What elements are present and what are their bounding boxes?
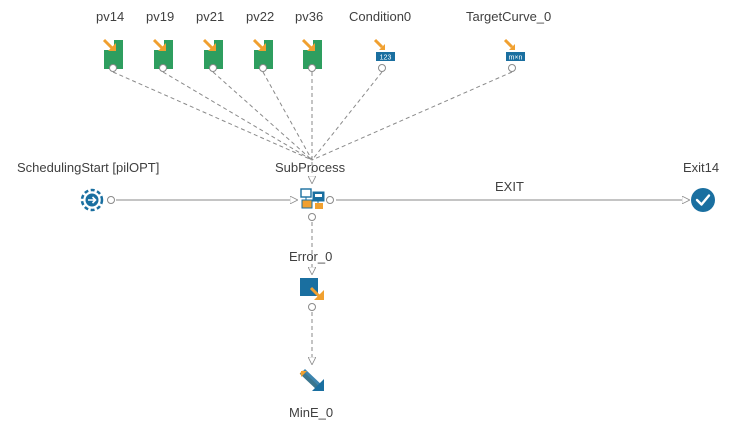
input-label: TargetCurve_0 [466,9,551,24]
input-port[interactable] [259,64,267,72]
input-label: pv36 [295,9,323,24]
minimize-icon [299,369,324,391]
node-exit[interactable]: Exit14 [683,160,719,212]
node-subprocess[interactable]: SubProcess [275,160,346,221]
input-node-pv14[interactable]: pv14 [96,9,124,72]
scheduler-start-icon [80,188,104,212]
node-error[interactable]: Error_0 [289,249,332,311]
input-node-pv19[interactable]: pv19 [146,9,174,72]
parameter-icon [202,38,223,69]
input-label: pv21 [196,9,224,24]
input-badge: 123 [380,55,392,62]
input-port[interactable] [209,64,217,72]
input-node-pv22[interactable]: pv22 [246,9,274,72]
input-nodes: pv14 pv19 pv21 pv22 pv36 Condition0 123 TargetC… [96,9,551,72]
error-node-icon [300,278,324,300]
exit-edge-label: EXIT [495,179,524,194]
node-scheduling-start[interactable]: SchedulingStart [pilOPT] [17,160,159,212]
input-links [112,71,513,161]
input-node-condition0[interactable]: Condition0 123 [349,9,411,72]
error-label: Error_0 [289,249,332,264]
input-label: pv14 [96,9,124,24]
input-node-pv21[interactable]: pv21 [196,9,224,72]
parameter-icon [301,38,322,69]
input-label: pv19 [146,9,174,24]
start-label: SchedulingStart [pilOPT] [17,160,159,175]
node-mine[interactable]: MinE_0 [289,369,333,420]
input-link-condition0 [311,71,383,161]
input-node-pv36[interactable]: pv36 [295,9,323,72]
subprocess-icon [300,188,325,209]
input-badge: m×n [509,55,523,62]
input-port[interactable] [508,64,516,72]
input-link-pv21 [212,71,313,161]
error-port[interactable] [308,303,316,311]
input-link-pv19 [162,71,313,161]
input-port[interactable] [378,64,386,72]
input-port[interactable] [308,64,316,72]
input-link-pv22 [262,71,313,161]
matrix-input-icon: m×n [503,38,525,62]
input-port[interactable] [159,64,167,72]
mine-label: MinE_0 [289,405,333,420]
check-circle-icon [691,188,715,212]
input-label: pv22 [246,9,274,24]
input-label: Condition0 [349,9,411,24]
input-link-targetcurve_0 [311,71,513,161]
subprocess-error-port[interactable] [308,213,316,221]
exit-label: Exit14 [683,160,719,175]
subprocess-out-port[interactable] [326,196,334,204]
input-link-pv14 [112,71,313,161]
input-node-targetcurve_0[interactable]: TargetCurve_0 m×n [466,9,551,72]
parameter-icon [152,38,173,69]
input-port[interactable] [109,64,117,72]
parameter-icon [102,38,123,69]
parameter-icon [252,38,273,69]
scalar-input-icon: 123 [373,38,395,62]
subprocess-label: SubProcess [275,160,346,175]
start-port[interactable] [107,196,115,204]
